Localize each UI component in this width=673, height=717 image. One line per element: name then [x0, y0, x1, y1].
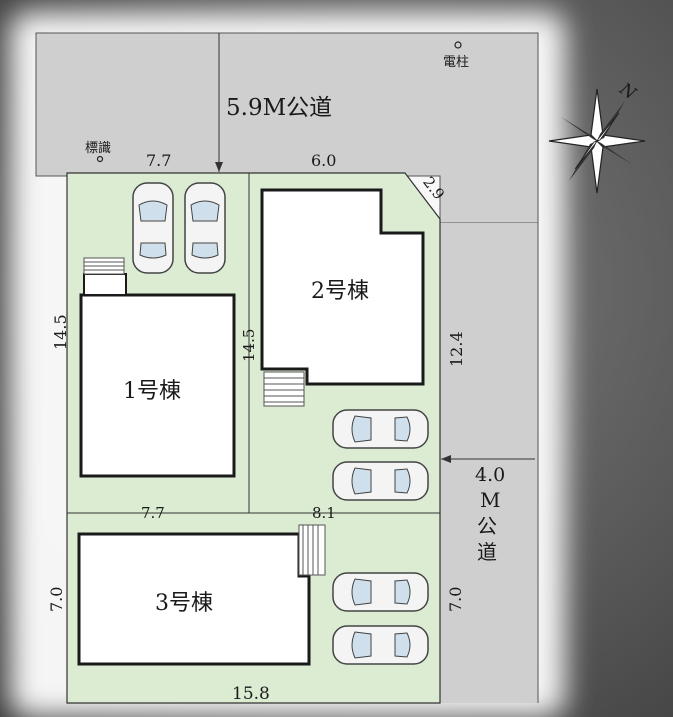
car-vertical-2	[184, 182, 226, 274]
east-road-label-2: M	[480, 488, 500, 512]
building-3-steps	[298, 524, 326, 576]
car-vertical-1	[132, 182, 174, 274]
dim-bottom-right: 7.0	[446, 587, 465, 612]
dim-bottom-left: 7.0	[47, 587, 66, 612]
building-2-steps	[263, 371, 305, 407]
building-3-label: 3号棟	[155, 591, 213, 616]
compass-north-label: N	[615, 79, 640, 105]
east-road-label-4: 道	[477, 540, 497, 564]
dim-bottom: 15.8	[232, 684, 270, 704]
dim-top-right: 6.0	[311, 151, 336, 170]
compass-icon	[548, 88, 646, 194]
car-horizontal-4	[332, 625, 429, 665]
east-road-label-3: 公	[477, 514, 497, 538]
dim-mid-right: 8.1	[312, 504, 336, 522]
building-1	[79, 293, 236, 478]
car-horizontal-3	[332, 572, 429, 612]
sign-label: 標識	[85, 141, 111, 156]
dim-middle: 14.5	[240, 329, 258, 362]
car-horizontal-1	[332, 409, 429, 449]
building-1-annex	[83, 273, 127, 296]
car-horizontal-2	[332, 461, 429, 501]
pole-marker	[454, 41, 462, 49]
building-2	[260, 188, 425, 386]
pole-label: 電柱	[443, 55, 469, 70]
dim-right: 12.4	[447, 331, 466, 367]
building-2-label: 2号棟	[311, 279, 369, 304]
sign-marker	[96, 155, 104, 163]
dim-top-left: 7.7	[146, 151, 171, 170]
east-road-label-1: 4.0	[475, 464, 505, 486]
building-1-label: 1号棟	[123, 379, 181, 404]
east-road	[440, 223, 538, 703]
dim-mid-left: 7.7	[141, 504, 165, 522]
dim-left: 14.5	[51, 314, 70, 350]
building-1-steps	[83, 257, 125, 275]
north-road-label: 5.9M公道	[226, 95, 332, 121]
